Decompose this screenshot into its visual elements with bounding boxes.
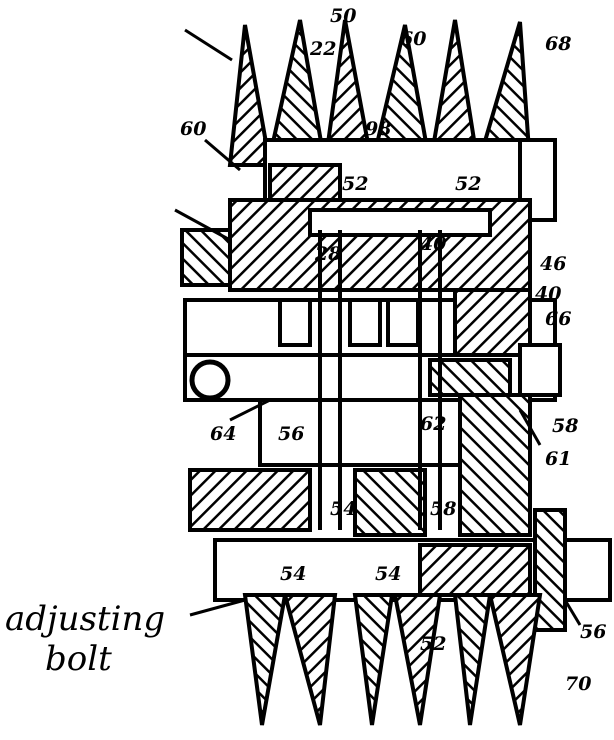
ref-numeral: 60	[400, 28, 426, 50]
ref-numeral: 68	[545, 33, 571, 55]
ref-numeral: 66	[545, 308, 571, 330]
ref-numeral: 22	[309, 38, 336, 60]
ref-numeral: 56	[580, 621, 606, 643]
handwritten-annotation-line-2: bolt	[45, 639, 112, 679]
ref-numeral: 46	[540, 253, 566, 275]
ref-numeral: 52	[420, 633, 446, 655]
ref-numeral: 64	[210, 423, 236, 445]
ref-numeral: 70	[565, 673, 591, 695]
hub-body	[182, 200, 560, 535]
ref-numeral: 50	[330, 5, 356, 27]
ref-numeral: 58	[430, 498, 456, 520]
ref-numeral: 28	[314, 243, 341, 265]
ref-numeral: 61	[545, 448, 571, 470]
ref-numeral: 40	[535, 283, 561, 305]
ref-numeral: 40	[420, 233, 446, 255]
ref-numeral: 60	[180, 118, 206, 140]
ref-numeral: 54	[280, 563, 306, 585]
ref-numeral: 98	[365, 118, 391, 140]
annotation-leader	[190, 600, 245, 615]
ref-numeral: 52	[342, 173, 368, 195]
handwritten-annotation-line-1: adjusting	[5, 599, 165, 639]
bolt-head-icon	[192, 362, 228, 398]
ref-numeral: 56	[278, 423, 304, 445]
ref-numeral: 58	[552, 415, 578, 437]
ref-numeral: 62	[420, 413, 446, 435]
ref-numeral: 52	[455, 173, 481, 195]
lower-sheave-flanges	[245, 595, 540, 725]
ref-numeral: 54	[330, 498, 356, 520]
ref-numeral: 54	[375, 563, 401, 585]
